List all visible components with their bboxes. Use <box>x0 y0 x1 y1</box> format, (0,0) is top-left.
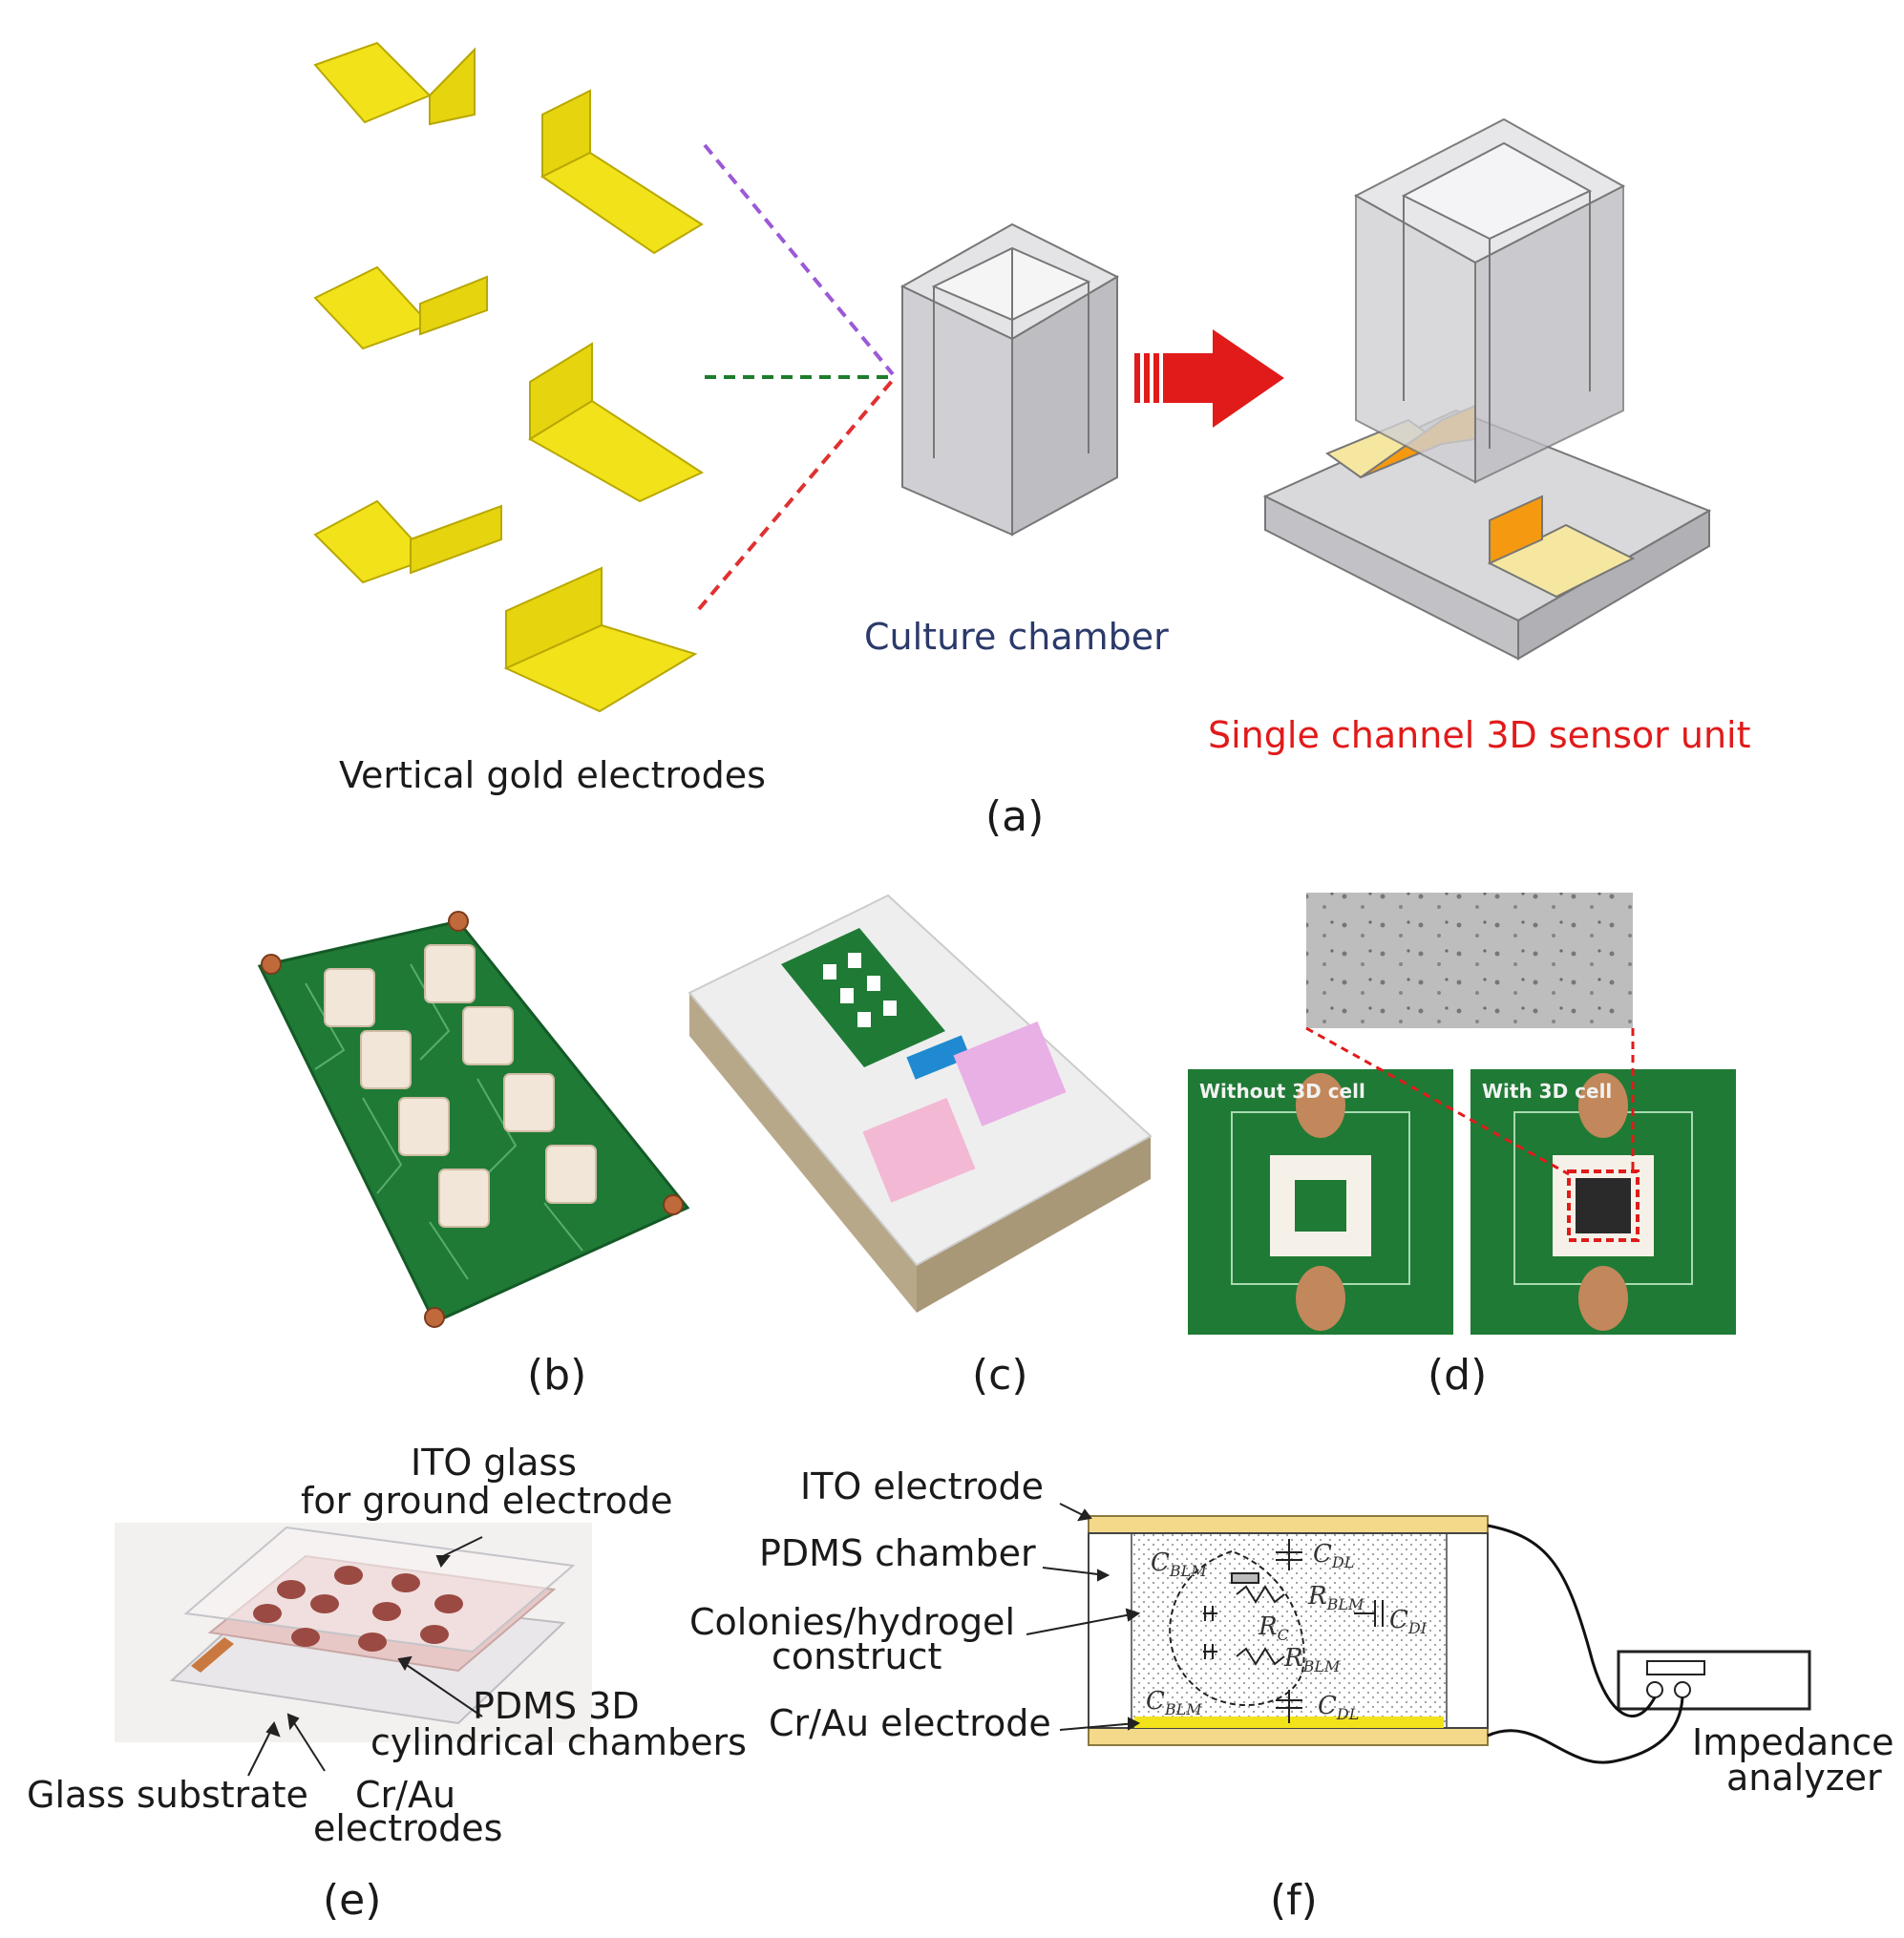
electrode-5 <box>528 342 705 503</box>
pcb-traces-b <box>305 963 583 1280</box>
device-inset-pink <box>862 1097 976 1203</box>
screws-b <box>261 911 684 1328</box>
pdms-label-line1: PDMS 3D <box>473 1685 640 1727</box>
crau-label-line2: electrodes <box>313 1807 502 1849</box>
caption-e: (e) <box>323 1876 381 1925</box>
device-inset-purple <box>953 1021 1067 1127</box>
electrode-1 <box>313 41 476 126</box>
ito-label-line1: ITO glass <box>411 1442 577 1484</box>
impedance-analyzer <box>1617 1650 1811 1711</box>
analyzer-label-line1: Impedance <box>1692 1721 1894 1763</box>
sensor-unit <box>1262 117 1712 661</box>
panel-d: Without 3D cell With 3D cell (d) <box>1188 893 1736 1400</box>
electrode-3 <box>313 499 502 584</box>
crau-electrode-bar <box>1088 1727 1489 1746</box>
sensor-wells-b <box>324 944 597 1228</box>
label-r-blm-bot: RBLM <box>1283 1644 1341 1675</box>
device-box-side <box>689 993 917 1313</box>
pdms-chamber-label: PDMS chamber <box>759 1532 1036 1574</box>
label-r-c: RC <box>1258 1612 1289 1644</box>
colonies-label-line1: Colonies/hydrogel <box>689 1601 1015 1643</box>
electrode-4 <box>540 89 704 255</box>
photo-with-label: With 3D cell <box>1482 1080 1612 1103</box>
gold-electrodes <box>313 41 705 713</box>
culture-chamber <box>899 222 1120 537</box>
panel-f: CBLM CDL RBLM CDI RC RBLM CBLM CDL <box>689 1465 1894 1925</box>
panel-a: Vertical gold electrodes Culture chamber… <box>313 41 1751 841</box>
label-c-blm-top: CBLM <box>1151 1548 1207 1580</box>
label-c-blm-bot: CBLM <box>1146 1687 1202 1718</box>
copper-strip-e <box>191 1637 234 1673</box>
glass-substrate-label: Glass substrate <box>27 1774 308 1816</box>
pdms-label-line2: cylindrical chambers <box>370 1721 747 1763</box>
device-display-c <box>906 1035 971 1080</box>
label-c-dl-top: CDL <box>1313 1540 1354 1571</box>
device-pcb-c <box>781 928 945 1067</box>
circuit-labels: CBLM CDL RBLM CDI RC RBLM CBLM CDL <box>1146 1540 1428 1723</box>
ito-label-line2: for ground electrode <box>301 1480 673 1522</box>
caption-b: (b) <box>527 1351 586 1400</box>
colonies-label-line2: construct <box>772 1635 941 1677</box>
ito-electrode-bar <box>1088 1515 1489 1534</box>
label-c-dl-bot: CDL <box>1318 1692 1359 1723</box>
photo-with-contents <box>1513 1073 1693 1331</box>
crau-label-line1: Cr/Au <box>355 1774 455 1816</box>
leader-lines-f <box>1026 1503 1141 1731</box>
electrode-2 <box>313 265 488 350</box>
crau-electrode-label: Cr/Au electrode <box>769 1702 1051 1744</box>
equivalent-circuit <box>1169 1539 1384 1723</box>
wire-bottom <box>1487 1696 1684 1764</box>
electrodes-label: Vertical gold electrodes <box>339 754 766 796</box>
electrode-6 <box>503 566 698 713</box>
caption-d: (d) <box>1428 1351 1487 1400</box>
label-c-dl-right: CDI <box>1389 1606 1428 1637</box>
ito-electrode-label: ITO electrode <box>800 1465 1044 1507</box>
caption-f: (f) <box>1270 1876 1318 1925</box>
device-box-side-right <box>917 1136 1151 1313</box>
red-arrow <box>1134 329 1284 428</box>
panel-b: (b) <box>257 911 690 1400</box>
pdms-wells-e <box>253 1566 463 1652</box>
analyzer-label-line2: analyzer <box>1726 1757 1882 1799</box>
unit-label: Single channel 3D sensor unit <box>1208 714 1751 756</box>
label-r-blm-top: RBLM <box>1307 1582 1365 1613</box>
dash-line-red <box>697 378 895 611</box>
device-wells-c <box>823 953 897 1027</box>
photo-without-contents <box>1231 1073 1410 1331</box>
panel-e: ITO glass for ground electrode PDMS 3D c… <box>27 1442 747 1925</box>
panel-c: (c) <box>688 894 1153 1400</box>
chamber-label: Culture chamber <box>864 616 1169 658</box>
caption-a: (a) <box>985 792 1044 841</box>
microscope-cells <box>1306 893 1633 1028</box>
zoom-lines <box>1305 1026 1635 1176</box>
dash-line-purple <box>703 143 895 376</box>
wire-top <box>1487 1524 1657 1718</box>
leader-lines-e <box>247 1536 483 1777</box>
photo-without-label: Without 3D cell <box>1199 1080 1365 1103</box>
caption-c: (c) <box>972 1351 1028 1400</box>
